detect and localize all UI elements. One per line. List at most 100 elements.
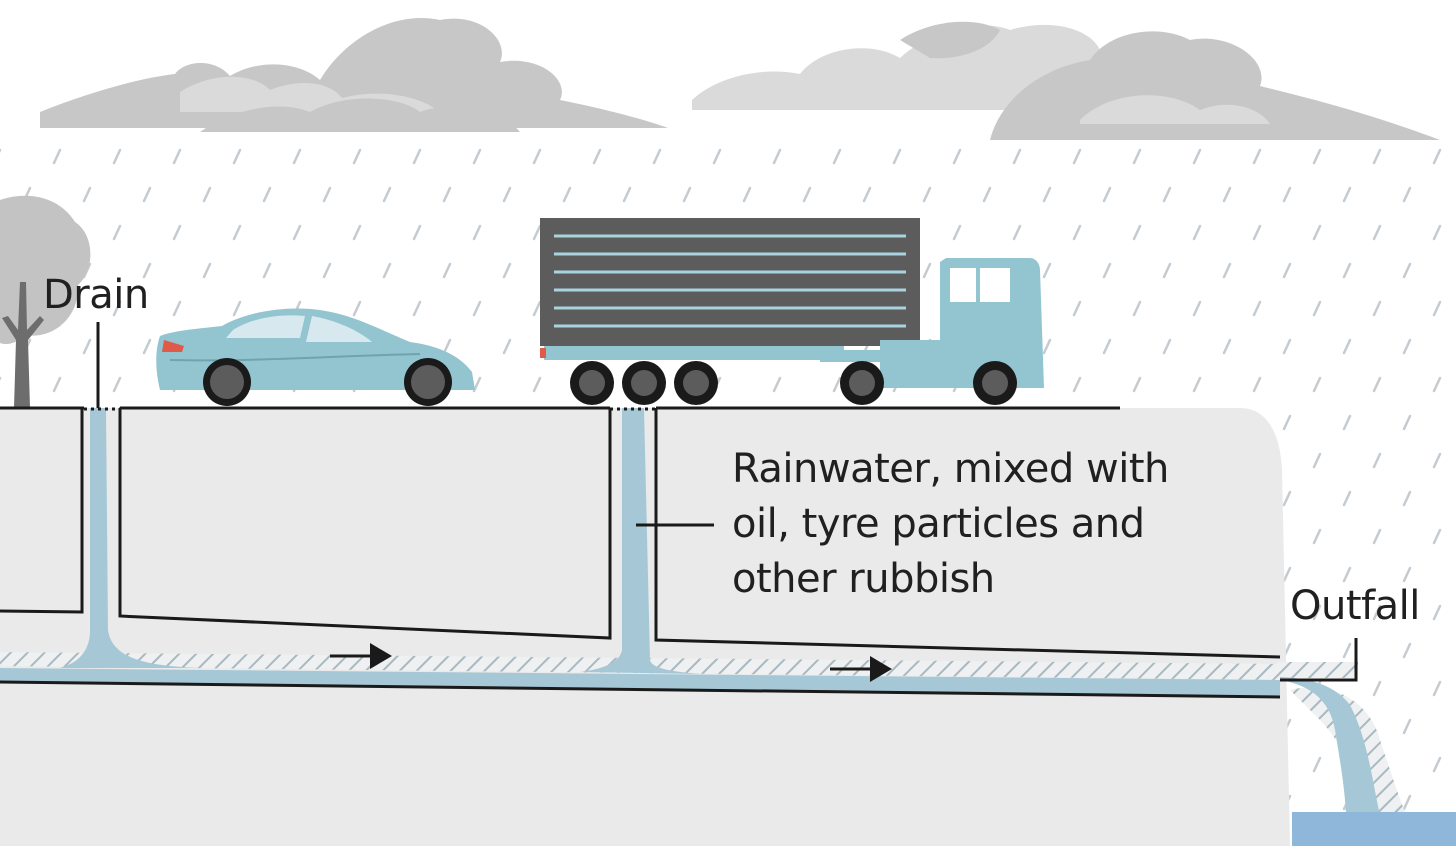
rain-drop (1282, 262, 1292, 279)
rain-drop (112, 376, 122, 393)
rain-drop (1042, 186, 1052, 203)
rain-drop (1402, 490, 1412, 507)
rain-drop (142, 338, 152, 355)
rain-drop (1342, 262, 1352, 279)
rain-drop (472, 376, 482, 393)
runoff-description-line: Rainwater, mixed with (732, 446, 1169, 492)
rain-drop (322, 186, 332, 203)
rain-drop (952, 224, 962, 241)
rain-drop (292, 224, 302, 241)
rain-drop (112, 300, 122, 317)
rain-drop (1222, 338, 1232, 355)
runoff-description-line: oil, tyre particles and (732, 501, 1145, 547)
rain-drop (1162, 338, 1172, 355)
rain-drop (1432, 680, 1442, 697)
sewer-water (0, 668, 1280, 697)
rain-drop (202, 186, 212, 203)
rain-drop (502, 262, 512, 279)
rain-drop (1372, 680, 1382, 697)
rain-drop (1402, 566, 1412, 583)
rain-drop (1312, 300, 1322, 317)
rain-drop (1372, 528, 1382, 545)
rain-drop (1432, 148, 1442, 165)
tree-icon (0, 195, 91, 408)
rain-drop (1282, 414, 1292, 431)
rain-drop (532, 148, 542, 165)
rain-drop (442, 262, 452, 279)
rain-drop (1102, 262, 1112, 279)
rain-drop (82, 338, 92, 355)
truck-icon (540, 218, 1044, 405)
rain-drop (1372, 604, 1382, 621)
rain-drop (1402, 262, 1412, 279)
rain-drop (1432, 300, 1442, 317)
rain-drop (1342, 338, 1352, 355)
rain-drop (1312, 528, 1322, 545)
rain-drop (172, 224, 182, 241)
rain-drop (1372, 148, 1382, 165)
drain-label: Drain (43, 272, 149, 318)
rain-drop (1162, 262, 1172, 279)
rain-drop (1282, 338, 1292, 355)
rain-drop (382, 262, 392, 279)
rain-drop (262, 186, 272, 203)
rain-drop (1282, 566, 1292, 583)
rain-drop (502, 186, 512, 203)
rain-drop (502, 338, 512, 355)
rain-drop (1372, 300, 1382, 317)
rain-drop (1342, 566, 1352, 583)
outfall-label: Outfall (1290, 583, 1420, 629)
rain-drop (1102, 186, 1112, 203)
rain-drop (1432, 604, 1442, 621)
rain-drop (442, 186, 452, 203)
rain-drop (562, 186, 572, 203)
rain-drop (1192, 148, 1202, 165)
rain-drop (352, 300, 362, 317)
rain-drop (1402, 186, 1412, 203)
rain-drop (1042, 262, 1052, 279)
rain-drop (1312, 224, 1322, 241)
arrow-right-icon (330, 643, 392, 669)
rain-drop (172, 300, 182, 317)
rain-drop (982, 186, 992, 203)
rain-drop (1372, 224, 1382, 241)
rain-drop (1042, 338, 1052, 355)
rain-drop (1072, 376, 1082, 393)
rain-drop (1402, 794, 1412, 811)
rain-drop (532, 376, 542, 393)
rain-drop (1222, 262, 1232, 279)
rain-drop (1342, 414, 1352, 431)
rain-drop (232, 224, 242, 241)
rain-drop (1192, 376, 1202, 393)
rain-drop (922, 186, 932, 203)
rain-drop (1222, 186, 1232, 203)
runoff-description-line: other rubbish (732, 556, 995, 602)
rain-drop (292, 148, 302, 165)
rain-drop (742, 186, 752, 203)
rain-drop (1312, 452, 1322, 469)
rain-drop (832, 376, 842, 393)
car-icon (156, 308, 475, 406)
rain-drop (1372, 452, 1382, 469)
pipe-outlines (0, 322, 1358, 699)
rain-drop (52, 148, 62, 165)
rain-drop (1192, 224, 1202, 241)
rain-drop (112, 224, 122, 241)
rain-drop (652, 148, 662, 165)
rain-drop (772, 376, 782, 393)
outfall-ledge (1278, 662, 1358, 678)
rain-drop (922, 262, 932, 279)
rain-drop (1252, 376, 1262, 393)
rain-drop (712, 148, 722, 165)
rain-drop (1432, 224, 1442, 241)
rain-drop (1132, 300, 1142, 317)
rain-drop (1402, 338, 1412, 355)
rain-drop (442, 338, 452, 355)
rain-drop (892, 148, 902, 165)
rain-drop (1072, 148, 1082, 165)
rain-drop (1102, 338, 1112, 355)
rain-drop (1432, 452, 1442, 469)
rain-drop (82, 186, 92, 203)
rain-drop (52, 376, 62, 393)
rain-drop (472, 148, 482, 165)
